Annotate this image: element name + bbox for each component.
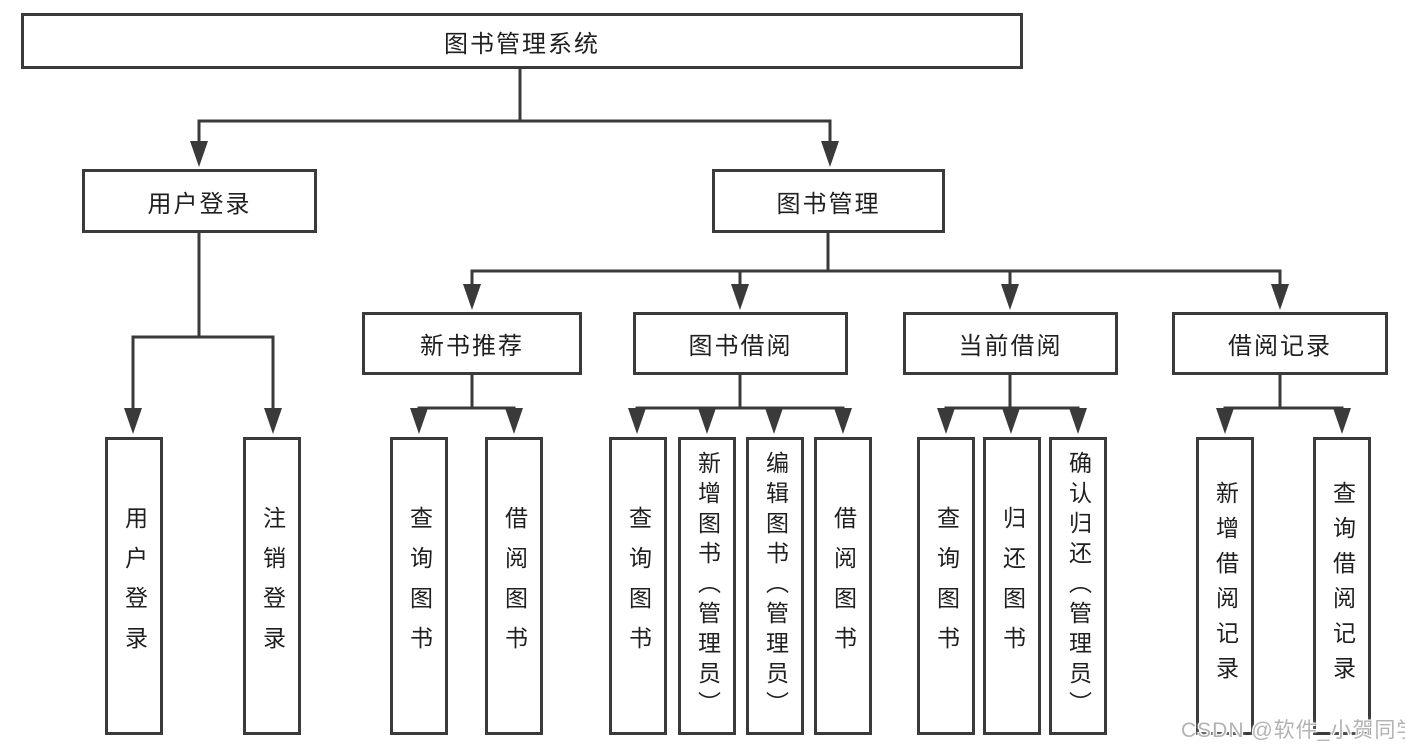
node-leaf-user-login: 用户登录 [105,437,163,735]
connector-book-mgmt-split [470,233,1282,286]
node-borrow-records: 借阅记录 [1172,312,1388,375]
node-leaf-query-book-2: 查询图书 [609,437,667,735]
node-root: 图书管理系统 [21,13,1023,69]
connector-book-borrow-split [635,375,845,410]
arrowheads [124,141,1351,434]
node-leaf-logout: 注销登录 [243,437,301,735]
connector-borrow-records-split [1223,375,1344,410]
node-book-mgmt: 图书管理 [712,169,945,233]
node-book-borrow: 图书借阅 [633,312,848,375]
csdn-watermark: CSDN @软件_小贺同学 [1181,719,1405,742]
node-leaf-add-book: 新增图书（管理员） [678,437,736,735]
connector-user-login-split [131,233,275,410]
node-leaf-edit-book: 编辑图书（管理员） [746,437,804,735]
node-leaf-query-book-3: 查询图书 [917,437,975,735]
node-leaf-query-record: 查询借阅记录 [1313,437,1371,735]
node-leaf-add-record: 新增借阅记录 [1196,437,1254,735]
connector-new-book-rec-split [417,375,516,410]
node-new-book-rec: 新书推荐 [362,312,582,375]
node-leaf-borrow-book-2: 借阅图书 [814,437,872,735]
node-current-borrow: 当前借阅 [903,312,1118,375]
connector-current-borrow-split [944,375,1080,410]
node-user-login: 用户登录 [82,169,317,233]
node-leaf-return-book: 归还图书 [983,437,1041,735]
connector-root-split [197,69,832,143]
node-leaf-borrow-book-1: 借阅图书 [485,437,543,735]
node-leaf-confirm-return: 确认归还（管理员） [1049,437,1107,735]
node-leaf-query-book-1: 查询图书 [390,437,448,735]
